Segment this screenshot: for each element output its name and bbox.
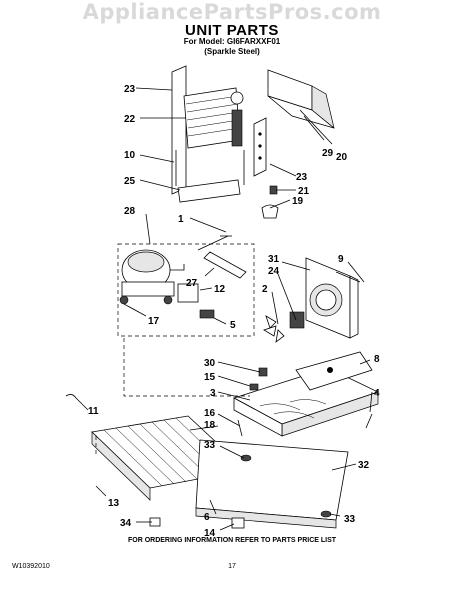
compressor-group-outline xyxy=(117,243,255,337)
fan-motor xyxy=(263,311,305,343)
mounting-bracket xyxy=(295,351,373,391)
callout-34: 34 xyxy=(120,518,132,529)
callout-16: 16 xyxy=(204,408,216,419)
callout-28: 28 xyxy=(124,206,136,217)
callout-14: 14 xyxy=(204,528,216,539)
callout-33-center: 33 xyxy=(204,440,216,451)
callout-19: 19 xyxy=(292,196,304,207)
tubing-outline xyxy=(123,338,250,397)
fan-shroud xyxy=(305,257,359,339)
callout-33-right: 33 xyxy=(344,514,356,525)
model-number: For Model: GI6FARXXF01 xyxy=(183,37,281,46)
callout-30: 30 xyxy=(204,358,216,369)
callout-25: 25 xyxy=(124,176,136,187)
condenser-base xyxy=(232,367,380,437)
evaporator-assembly xyxy=(171,65,245,203)
heater-bracket xyxy=(253,117,267,177)
callout-1: 1 xyxy=(178,214,184,225)
callout-10: 10 xyxy=(124,150,136,161)
callout-6: 6 xyxy=(204,512,210,523)
callout-5: 5 xyxy=(230,320,236,331)
callout-31: 31 xyxy=(268,254,280,265)
callout-15: 15 xyxy=(204,372,216,383)
drier xyxy=(203,251,247,279)
callout-20: 20 xyxy=(336,152,348,163)
callout-17-compressor: 17 xyxy=(148,316,160,327)
document-number: W10392010 xyxy=(12,563,50,570)
drain-pan xyxy=(195,439,349,529)
callout-18: 18 xyxy=(204,420,216,431)
callout-21: 21 xyxy=(298,186,310,197)
callout-numbers: 23 22 10 25 28 1 29 20 23 21 19 27 12 5 … xyxy=(88,84,380,539)
duct-cover xyxy=(267,69,335,129)
page-number: 17 xyxy=(228,563,236,570)
defrost-thermostat xyxy=(261,185,279,219)
callout-4: 4 xyxy=(374,388,380,399)
callout-23-right: 23 xyxy=(296,172,308,183)
callout-leaders xyxy=(75,87,373,531)
start-relay xyxy=(177,283,215,319)
callout-12: 12 xyxy=(214,284,226,295)
callout-8: 8 xyxy=(374,354,380,365)
ordering-info-note: FOR ORDERING INFORMATION REFER TO PARTS … xyxy=(127,537,337,544)
callout-23-top-left: 23 xyxy=(124,84,136,95)
callout-24: 24 xyxy=(268,266,280,277)
page-title: UNIT PARTS xyxy=(185,22,279,39)
callout-11: 11 xyxy=(88,406,99,417)
watermark: AppliancePartsPros.com xyxy=(82,0,382,24)
callout-2: 2 xyxy=(262,284,268,295)
callout-9: 9 xyxy=(338,254,344,265)
callout-32: 32 xyxy=(358,460,370,471)
model-variant: (Sparkle Steel) xyxy=(204,47,260,56)
callout-27: 27 xyxy=(186,278,198,289)
callout-3: 3 xyxy=(210,388,216,399)
callout-13: 13 xyxy=(108,498,120,509)
callout-29: 29 xyxy=(322,148,334,159)
compressor xyxy=(119,249,185,305)
callout-22: 22 xyxy=(124,114,136,125)
small-hardware xyxy=(65,235,373,529)
